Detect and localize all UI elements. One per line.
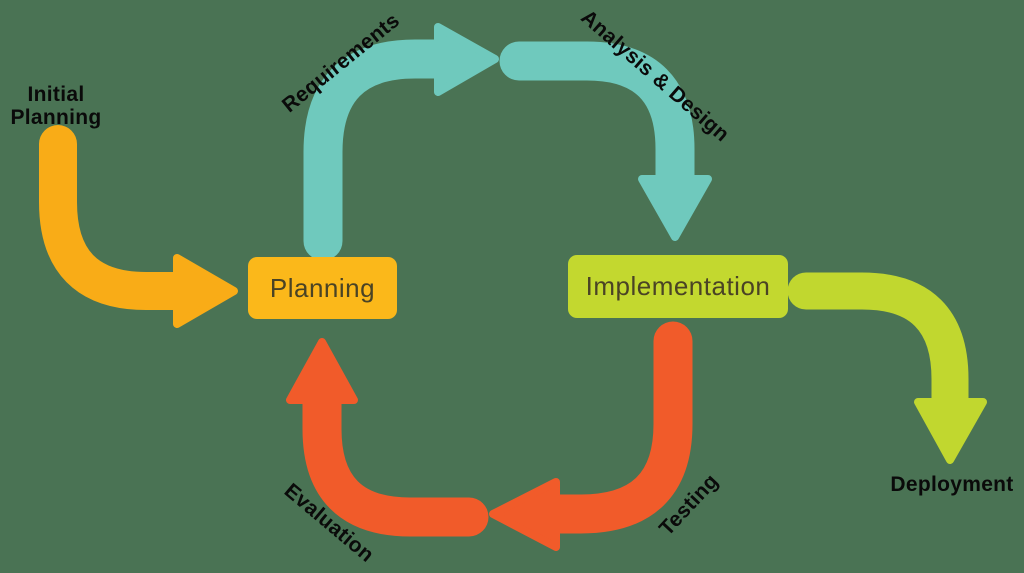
testing-arrow-shaft [537,321,693,534]
planning-node-label: Planning [269,272,376,303]
initial-planning-arrow [39,125,238,328]
requirements-arrow [303,23,499,261]
deployment-arrow-shaft [787,272,969,420]
analysis-design-arrowhead [638,175,712,241]
deployment-label: Deployment [890,473,1014,496]
initial-planning-label: Initial Planning [0,83,112,129]
analysis-design-arrow-shaft [499,41,695,198]
analysis-design-arrow [499,41,712,241]
initial-planning-arrow-shaft [39,125,195,310]
testing-arrowhead [489,478,560,551]
evaluation-arrowhead [286,338,358,404]
deployment-arrowhead [914,398,987,464]
deployment-arrow [787,272,987,464]
planning-node-box [248,257,397,319]
testing-arrow [489,321,693,551]
initial-planning-label-line1: Initial [27,83,85,106]
implementation-node-box [568,255,788,318]
implementation-node-label: Implementation [585,271,771,301]
initial-planning-label-line2: Planning [10,106,102,130]
evaluation-arrow-shaft [302,381,489,537]
requirements-arrowhead [434,23,499,96]
requirements-arrow-shaft [303,39,457,261]
evaluation-arrow [286,338,489,537]
initial-planning-arrowhead [173,254,238,328]
